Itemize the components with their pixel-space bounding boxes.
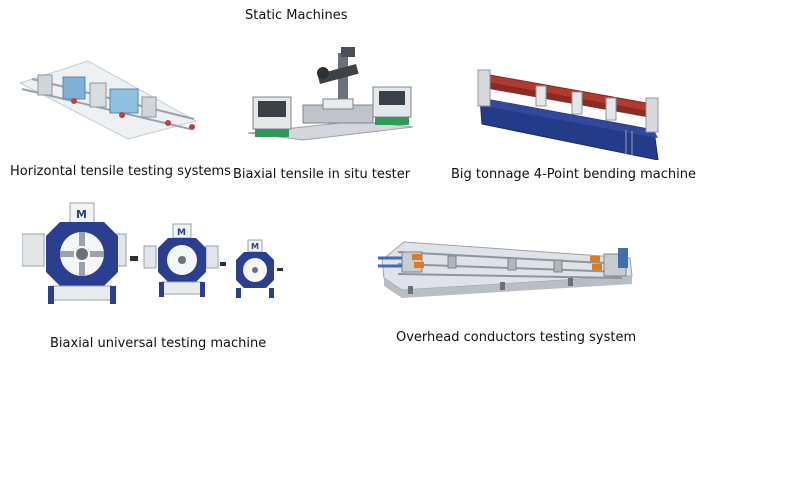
four-point-bending-image: [476, 68, 662, 160]
caption-biaxial-insitu: Biaxial tensile in situ tester: [233, 167, 411, 182]
caption-horizontal-tensile: Horizontal tensile testing systems: [10, 164, 231, 179]
svg-text:M: M: [177, 228, 186, 238]
caption-biaxial-universal: Biaxial universal testing machine: [50, 336, 267, 351]
svg-text:M: M: [76, 208, 87, 221]
biaxial-universal-image: M M: [22, 200, 284, 305]
caption-overhead-conductors: Overhead conductors testing system: [396, 330, 637, 345]
biaxial-insitu-image: [243, 45, 418, 145]
page-title: Static Machines: [245, 8, 348, 23]
caption-four-point-bending: Big tonnage 4-Point bending machine: [451, 167, 697, 182]
horizontal-tensile-image: [18, 55, 198, 140]
overhead-conductors-image: [378, 218, 638, 300]
svg-text:M: M: [251, 242, 259, 251]
